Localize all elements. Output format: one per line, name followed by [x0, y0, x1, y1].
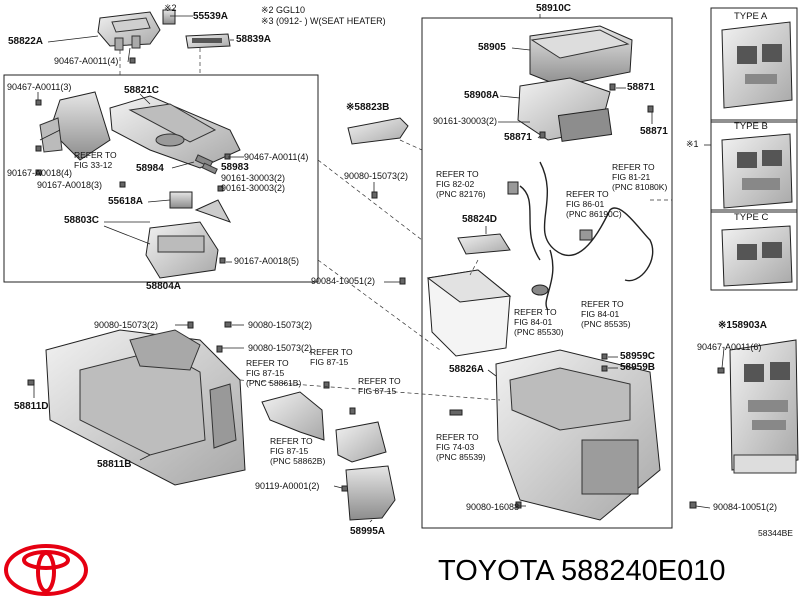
part-label-58804A[interactable]: 58804A — [146, 281, 182, 292]
refer-fig-84-01-85530[interactable]: REFER TO FIG 84-01 (PNC 85530) — [514, 307, 564, 337]
part-58803C-shape — [145, 199, 232, 279]
part-label-58871-b[interactable]: 58871 — [504, 132, 532, 143]
part-58821C-shape — [39, 91, 241, 169]
refer-fig-87-15-c[interactable]: REFER TO FIG 87-15 — [358, 376, 401, 396]
refer-fig-87-15-b[interactable]: REFER TO FIG 87-15 — [310, 347, 353, 367]
refer-fig-86-01[interactable]: REFER TO FIG 86-01 (PNC 86190C) — [566, 189, 622, 219]
refer-fig-87-15-58862B[interactable]: REFER TO FIG 87-15 (PNC 58862B) — [270, 436, 326, 466]
part-label-58839A[interactable]: 58839A — [236, 34, 272, 45]
vent-type-a-shape — [721, 21, 793, 109]
type-c-frame — [710, 209, 798, 291]
part-label-90080-15073-2-c[interactable]: 90080-15073(2) — [248, 343, 313, 353]
refer-fig-81-21[interactable]: REFER TO FIG 81-21 (PNC 81080K) — [612, 162, 668, 192]
part-label-55539A[interactable]: 55539A — [193, 11, 229, 22]
refer-fig-82-02[interactable]: REFER TO FIG 82-02 (PNC 82176) — [436, 169, 486, 199]
part-label-90080-15073-2-a[interactable]: 90080-15073(2) — [94, 320, 159, 330]
part-label-55618A[interactable]: 55618A — [108, 196, 144, 207]
type-c-label: TYPE C — [734, 212, 769, 223]
part-label-90080-15073-2-mid[interactable]: 90080-15073(2) — [344, 171, 409, 181]
type-a-label: TYPE A — [734, 11, 768, 22]
part-label-90467-a0011-3[interactable]: 90467-A0011(3) — [7, 82, 72, 92]
part-label-58823B[interactable]: ※58823B — [346, 102, 390, 113]
part-label-58984[interactable]: 58984 — [136, 163, 164, 174]
part-label-90080-15073-2-b[interactable]: 90080-15073(2) — [248, 320, 313, 330]
type-b-frame — [710, 119, 798, 213]
part-58995A-shape — [345, 465, 396, 521]
part-158903A-shape — [717, 339, 799, 474]
diagram-code: 58344BE — [758, 528, 793, 538]
part-label-58811B[interactable]: 58811B — [97, 459, 132, 470]
note-2-short: ※2 — [164, 3, 177, 13]
part-label-90167-a0018-4[interactable]: 90167-A0018(4) — [7, 168, 73, 178]
refer-fig-74-03[interactable]: REFER TO FIG 74-03 (PNC 85539) — [436, 432, 486, 462]
part-label-58959B[interactable]: 58959B — [620, 362, 656, 373]
part-label-58995A[interactable]: 58995A — [350, 526, 386, 537]
part-label-90161-30003-2-right[interactable]: 90161-30003(2) — [433, 116, 498, 126]
armrest-frame — [421, 17, 673, 529]
part-58823B-shape — [347, 117, 409, 145]
part-label-90467-a0011-4-mid[interactable]: 90467-A0011(4) — [244, 152, 309, 162]
part-label-90161-30003-2b[interactable]: 90161-30003(2) — [221, 183, 286, 193]
part-58905-shape — [529, 25, 633, 87]
part-label-58908A[interactable]: 58908A — [464, 90, 500, 101]
part-label-58983[interactable]: 58983 — [221, 162, 249, 173]
part-58811B-shape — [45, 329, 246, 486]
part-58822A-shape — [97, 11, 161, 51]
part-label-58824D[interactable]: 58824D — [462, 214, 498, 225]
part-58908A-shape — [517, 77, 613, 142]
part-label-90084-10051-2-right[interactable]: 90084-10051(2) — [713, 502, 778, 512]
part-58959-shape — [495, 349, 661, 521]
page-title: TOYOTA 588240E010 — [438, 555, 726, 587]
part-58824D-shape — [457, 233, 511, 255]
part-55539A-shape — [162, 9, 176, 25]
type-a-frame — [710, 7, 798, 123]
duct-58862B-shape — [335, 421, 387, 463]
vent-type-c-shape — [721, 225, 793, 287]
part-label-90467-a0011-4-top[interactable]: 90467-A0011(4) — [54, 56, 119, 66]
type-b-label: TYPE B — [734, 121, 768, 132]
part-label-58811D[interactable]: 58811D — [14, 401, 49, 412]
part-55618A-shape — [169, 191, 193, 209]
note-3: ※3 (0912- ) W(SEAT HEATER) — [261, 16, 386, 26]
upper-console-frame — [3, 74, 319, 283]
part-label-90467-a0011-6[interactable]: 90467-A0011(6) — [697, 342, 762, 352]
part-label-90080-16088[interactable]: 90080-16088 — [466, 502, 520, 512]
part-label-58821C[interactable]: 58821C — [124, 85, 160, 96]
part-label-58803C[interactable]: 58803C — [64, 215, 100, 226]
part-label-58959C[interactable]: 58959C — [620, 351, 656, 362]
part-label-90119-a0001-2[interactable]: 90119-A0001(2) — [255, 481, 320, 491]
part-label-90161-30003-2a[interactable]: 90161-30003(2) — [221, 173, 286, 183]
vent-type-b-shape — [721, 133, 793, 209]
part-label-58871-a[interactable]: 58871 — [627, 82, 655, 93]
part-label-90167-a0018-5[interactable]: 90167-A0018(5) — [234, 256, 300, 266]
part-58839A-shape — [185, 33, 231, 49]
refer-fig-87-15-58861B[interactable]: REFER TO FIG 87-15 (PNC 58861B) — [246, 358, 302, 388]
note-1: ※1 — [686, 139, 699, 149]
note-2: ※2 GGL10 — [261, 5, 306, 15]
refer-fig-33-12[interactable]: REFER TO FIG 33-12 — [74, 150, 117, 170]
part-label-90084-10051-2-mid[interactable]: 90084-10051(2) — [311, 276, 376, 286]
part-label-58826A[interactable]: 58826A — [449, 364, 485, 375]
wire-harness-shape — [519, 161, 654, 311]
part-label-58822A[interactable]: 58822A — [8, 36, 44, 47]
duct-58861B-shape — [261, 391, 325, 441]
part-label-58905[interactable]: 58905 — [478, 42, 506, 53]
part-label-158903A[interactable]: ※158903A — [718, 320, 767, 331]
refer-fig-84-01-85535[interactable]: REFER TO FIG 84-01 (PNC 85535) — [581, 299, 631, 329]
part-label-58871-c[interactable]: 58871 — [640, 126, 668, 137]
part-58984-58983-shape — [194, 154, 218, 175]
part-label-58910C[interactable]: 58910C — [536, 3, 572, 14]
toyota-logo-icon — [4, 544, 88, 596]
part-label-90167-a0018-3[interactable]: 90167-A0018(3) — [37, 180, 103, 190]
